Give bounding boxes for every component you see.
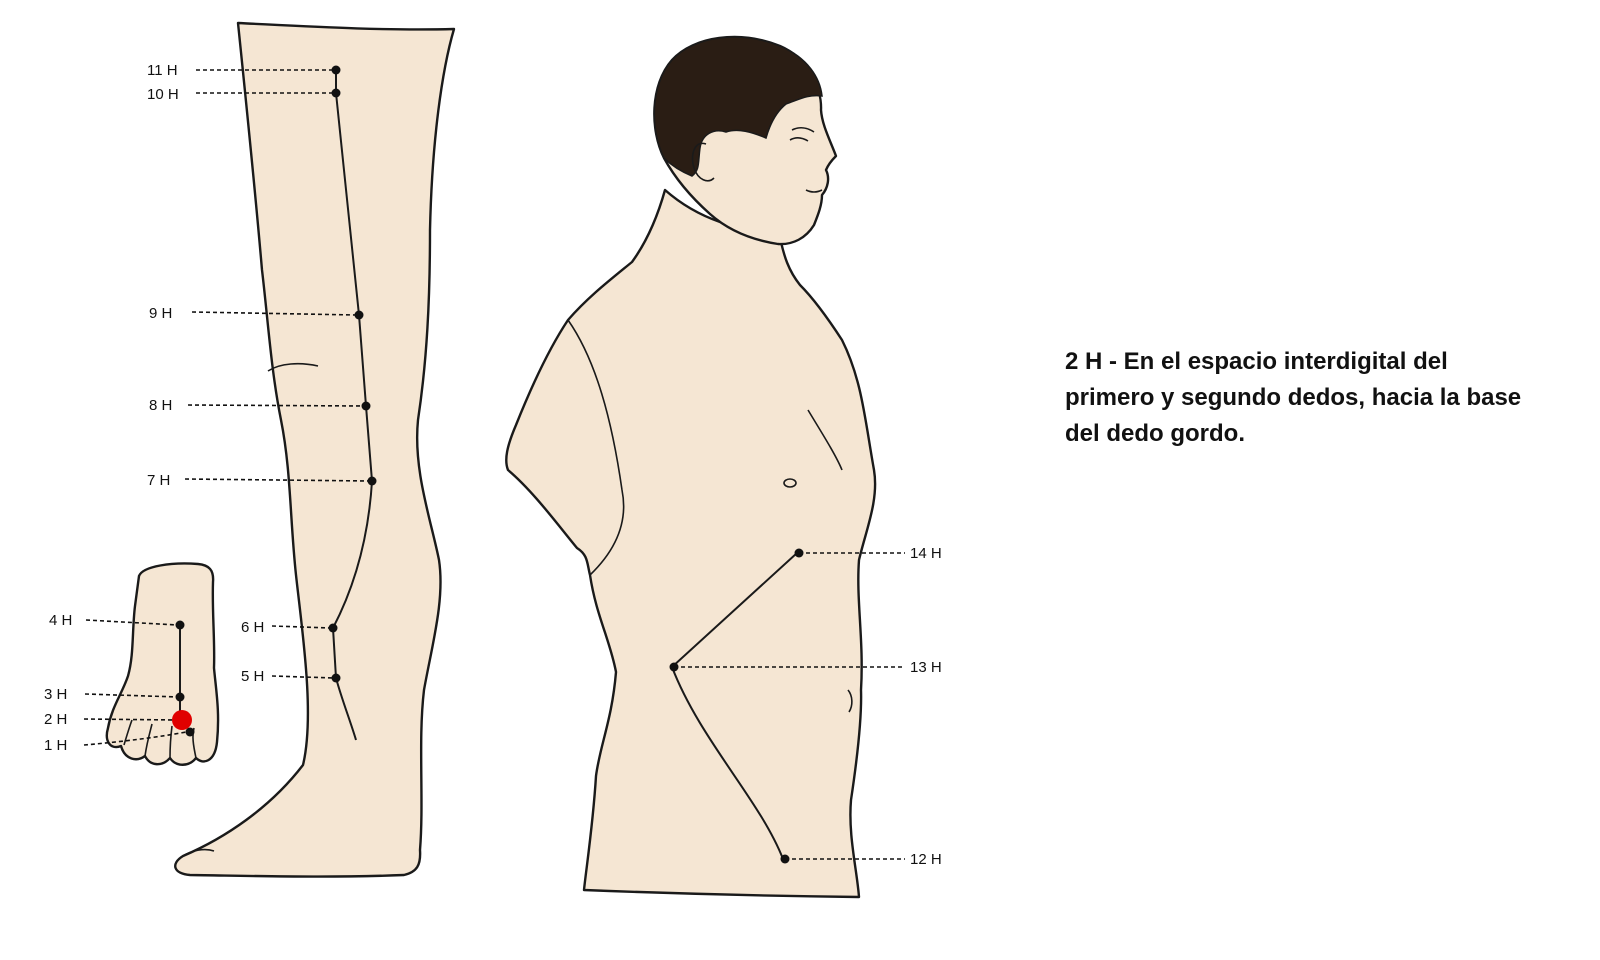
label-10h: 10 H	[147, 86, 179, 103]
point-4h	[175, 620, 185, 630]
label-8h: 8 H	[149, 397, 172, 414]
label-5h: 5 H	[241, 668, 264, 685]
point-6h	[328, 623, 338, 633]
point-8h	[361, 401, 371, 411]
torso-meridian-line	[670, 552, 798, 860]
point-12h	[780, 854, 790, 864]
label-12h: 12 H	[910, 851, 942, 868]
torso-side-view	[505, 35, 877, 899]
point-9h	[354, 310, 364, 320]
label-4h: 4 H	[49, 612, 72, 629]
label-9h: 9 H	[149, 305, 172, 322]
point-3h	[175, 692, 185, 702]
point-1h	[185, 727, 195, 737]
label-2h: 2 H	[44, 711, 67, 728]
leader-lines	[83, 69, 905, 860]
foot-top-view	[105, 562, 220, 766]
point-description: 2 H - En el espacio interdigital del pri…	[1065, 348, 1522, 447]
label-11h: 11 H	[147, 62, 178, 79]
label-7h: 7 H	[147, 472, 170, 489]
point-13h	[669, 662, 679, 672]
point-5h	[331, 673, 341, 683]
point-11h	[331, 65, 341, 75]
label-13h: 13 H	[910, 659, 942, 676]
label-14h: 14 H	[910, 545, 942, 562]
point-14h	[794, 548, 804, 558]
point-7h	[367, 476, 377, 486]
label-3h: 3 H	[44, 686, 67, 703]
point-labels: 11 H 10 H 9 H 8 H 7 H 6 H 5 H 4 H 3 H 2 …	[44, 62, 942, 868]
label-6h: 6 H	[241, 619, 264, 636]
point-10h	[331, 88, 341, 98]
label-1h: 1 H	[44, 737, 67, 754]
leg-side-view	[174, 21, 456, 878]
point-2h-highlight	[172, 710, 192, 730]
point-markers	[172, 65, 804, 864]
